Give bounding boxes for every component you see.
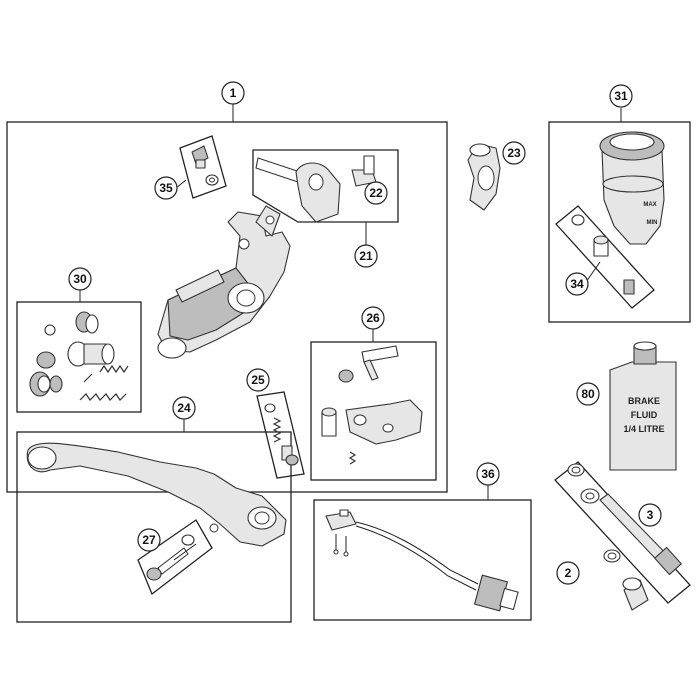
svg-text:80: 80: [581, 387, 595, 401]
pivot-parts: [255, 155, 377, 223]
fluid-can-line1: BRAKE: [628, 396, 660, 406]
callout-22: 22: [364, 181, 388, 205]
lever-frame: [16, 431, 292, 623]
svg-text:31: 31: [614, 89, 628, 103]
callout-36: 36: [476, 462, 500, 486]
spring-pin: [264, 403, 299, 466]
callout-1: 1: [221, 81, 245, 105]
hose-assembly: [567, 463, 682, 611]
svg-text:30: 30: [73, 272, 87, 286]
callout-2: 2: [556, 561, 580, 585]
svg-text:25: 25: [251, 373, 265, 387]
fluid-can-line3: 1/4 LITRE: [623, 424, 664, 434]
brake-lever: [26, 442, 287, 547]
svg-text:36: 36: [481, 467, 495, 481]
svg-text:35: 35: [159, 181, 173, 195]
brake-fluid-can: BRAKE FLUID 1/4 LITRE: [609, 341, 677, 471]
reservoir-bracket: [571, 214, 635, 295]
callout-23: 23: [502, 141, 526, 165]
svg-text:1: 1: [230, 86, 237, 100]
reservoir: MAX MIN: [599, 131, 665, 245]
lever-adjuster-frame: [137, 519, 213, 596]
svg-text:27: 27: [142, 533, 156, 547]
callout-35: 35: [154, 176, 178, 200]
adjuster-parts: [321, 345, 423, 465]
piston-kit-frame: [16, 301, 142, 413]
pivot-parts-frame: [252, 149, 399, 223]
svg-text:24: 24: [177, 401, 191, 415]
svg-text:2: 2: [565, 566, 572, 580]
spring-pin-frame: [256, 391, 305, 479]
bleed-screw-frame: [179, 135, 227, 199]
callout-31: 31: [609, 84, 633, 108]
callout-24: 24: [172, 396, 196, 420]
bleed-screw: [191, 145, 219, 186]
svg-text:26: 26: [366, 311, 380, 325]
fluid-can-line2: FLUID: [631, 410, 658, 420]
reservoir-frame: [548, 121, 691, 323]
svg-text:34: 34: [570, 277, 584, 291]
lever-adjuster: [146, 534, 197, 581]
callout-21: 21: [354, 244, 378, 268]
callout-27: 27: [137, 528, 161, 552]
reservoir-bracket-frame: [555, 205, 655, 309]
svg-text:3: 3: [647, 508, 654, 522]
svg-text:21: 21: [359, 249, 373, 263]
cable-frame: [313, 499, 532, 621]
svg-text:22: 22: [369, 186, 383, 200]
svg-text:23: 23: [507, 146, 521, 160]
callout-25: 25: [246, 368, 270, 392]
callout-26: 26: [361, 306, 385, 330]
callout-3: 3: [638, 503, 662, 527]
callout-80: 80: [576, 382, 600, 406]
brake-light-switch: [325, 509, 519, 612]
reservoir-max-mark: MAX: [643, 202, 656, 208]
reservoir-min-mark: MIN: [647, 220, 658, 226]
callout-34: 34: [565, 272, 589, 296]
master-cylinder-body: [157, 205, 291, 359]
handlebar-clamp: [467, 143, 501, 211]
callout-30: 30: [68, 267, 92, 291]
piston-kit: [29, 311, 129, 401]
